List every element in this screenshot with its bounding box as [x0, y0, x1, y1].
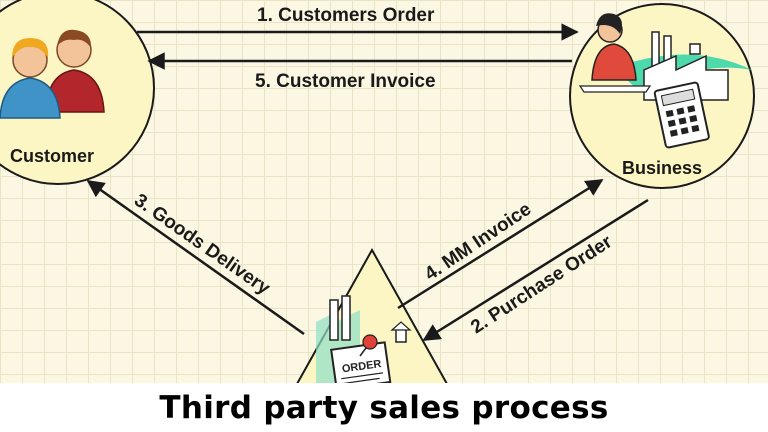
customer-label: Customer [10, 146, 94, 166]
label-customer-invoice: 5. Customer Invoice [255, 71, 436, 92]
order-document-icon: ORDER [330, 341, 392, 391]
label-mm-invoice: 4. MM Invoice [421, 199, 535, 285]
business-node: Business [569, 3, 755, 189]
diagram-caption: Third party sales process [159, 389, 609, 426]
label-purchase-order: 2. Purchase Order [467, 231, 616, 338]
pushpin-icon [359, 334, 378, 357]
vendor-node: ORDER [286, 247, 458, 401]
customers-icon [0, 29, 105, 119]
arrow-goods-delivery [86, 179, 305, 336]
arrow-mm-invoice [397, 178, 604, 310]
label-goods-delivery: 3. Goods Delivery [130, 190, 274, 300]
customer-node: Customer [0, 0, 155, 185]
caption-bar: Third party sales process [0, 383, 768, 432]
business-icon [578, 13, 752, 149]
order-doc-label: ORDER [341, 358, 382, 375]
arrow-purchase-order [422, 198, 649, 342]
label-customers-order: 1. Customers Order [257, 5, 435, 26]
business-label: Business [622, 158, 702, 178]
